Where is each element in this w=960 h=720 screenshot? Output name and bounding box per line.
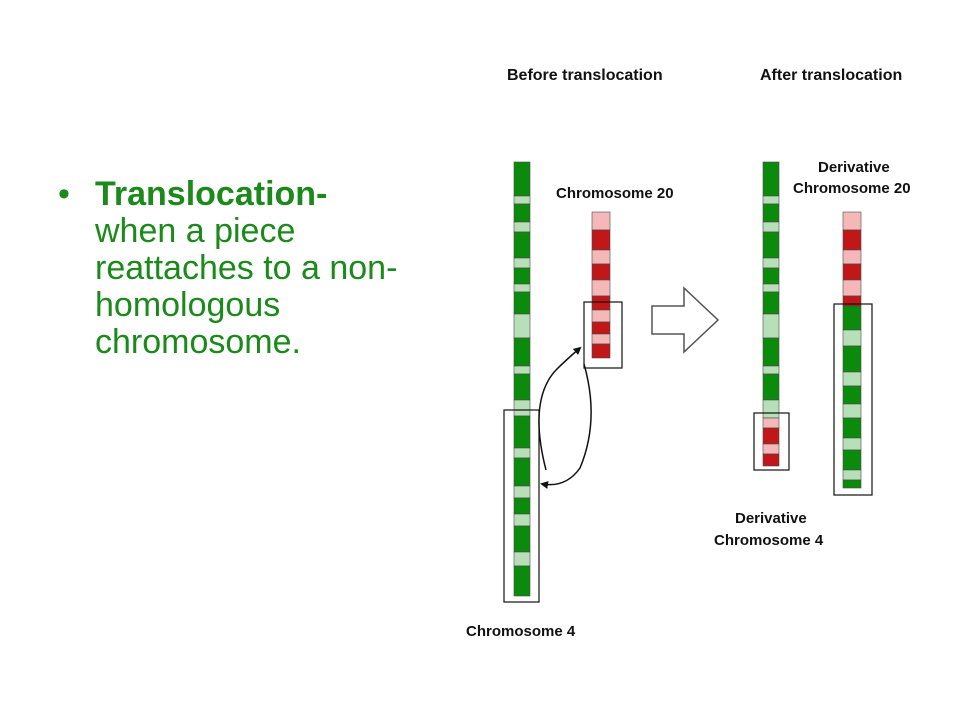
chromosome-band	[842, 385, 862, 405]
chromosome-band	[762, 161, 780, 197]
bullet-term: Translocation-	[95, 175, 328, 213]
chromosome-band	[762, 257, 780, 269]
chromosome-band	[513, 313, 531, 339]
chr20-translocated-segment-box	[583, 301, 623, 369]
chr4-label: Chromosome 4	[466, 623, 576, 640]
der20-label-line1: Derivative	[818, 159, 890, 176]
chromosome-band	[842, 279, 862, 297]
chromosome-4	[513, 161, 531, 597]
chromosome-band	[591, 263, 611, 281]
chromosome-band	[591, 295, 611, 311]
chromosome-band	[513, 399, 531, 417]
chromosome-band	[842, 305, 862, 331]
chromosome-band	[762, 427, 780, 445]
chromosome-band	[513, 513, 531, 527]
chromosome-band	[762, 231, 780, 259]
chromosome-20	[591, 211, 611, 359]
chromosome-band	[513, 231, 531, 259]
chromosome-band	[513, 203, 531, 223]
chromosome-band	[591, 211, 611, 231]
chromosome-band	[513, 365, 531, 375]
chromosome-band	[762, 417, 780, 429]
chromosome-band	[513, 373, 531, 401]
chromosome-band	[842, 437, 862, 451]
bullet-definition: when a piece reattaches to a non-homolog…	[95, 212, 398, 361]
chromosome-band	[842, 211, 862, 231]
translocation-diagram: Before translocation After translocation…	[466, 67, 911, 640]
header-after-label: After translocation	[760, 67, 902, 84]
der20-segment-box	[833, 303, 873, 496]
chromosome-band	[513, 161, 531, 197]
chromosome-band	[762, 313, 780, 339]
chromosome-band	[762, 283, 780, 293]
chromosome-band	[513, 221, 531, 233]
chromosome-band	[842, 229, 862, 251]
header-before-label: Before translocation	[507, 67, 663, 84]
chromosome-band	[842, 329, 862, 347]
chromosome-band	[842, 371, 862, 387]
chromosome-band	[842, 449, 862, 471]
chromosome-band	[762, 453, 780, 467]
chromosome-band	[762, 195, 780, 205]
exchange-arrow-to-chr4	[540, 363, 592, 489]
chromosome-band	[513, 291, 531, 315]
chromosome-band	[842, 345, 862, 373]
chromosome-band	[513, 415, 531, 449]
bullet-text: Translocation- when a piece reattaches t…	[95, 176, 425, 361]
chromosome-band	[513, 447, 531, 459]
chromosome-band	[513, 485, 531, 499]
chromosome-band	[513, 457, 531, 487]
chromosome-band	[513, 565, 531, 597]
chromosome-band	[842, 417, 862, 439]
chromosome-band	[513, 257, 531, 269]
der20-label-line2: Chromosome 20	[793, 180, 911, 197]
chromosome-band	[513, 551, 531, 567]
chromosome-band	[762, 221, 780, 233]
chromosome-band	[513, 195, 531, 205]
chromosome-band	[842, 479, 862, 489]
chromosome-band	[591, 309, 611, 323]
der4-label-line1: Derivative	[735, 510, 807, 527]
chromosome-band	[591, 343, 611, 359]
chromosome-band	[762, 443, 780, 455]
chromosome-band	[513, 525, 531, 553]
chr20-label: Chromosome 20	[556, 185, 674, 202]
chromosome-band	[591, 249, 611, 265]
derivative-chromosome-4	[762, 161, 780, 467]
chromosome-band	[591, 321, 611, 335]
chromosome-band	[762, 365, 780, 375]
chromosome-band	[513, 283, 531, 293]
chromosome-band	[513, 337, 531, 367]
chromosome-band	[842, 469, 862, 481]
chromosome-band	[762, 337, 780, 367]
chromosome-band	[591, 229, 611, 251]
chromosome-band	[591, 333, 611, 345]
chromosome-band	[762, 373, 780, 401]
bullet-dot: •	[58, 175, 70, 213]
chromosome-band	[762, 203, 780, 223]
chromosome-band	[762, 399, 780, 419]
chromosome-band	[591, 279, 611, 297]
chromosome-band	[842, 263, 862, 281]
chromosome-band	[762, 267, 780, 285]
chr4-translocated-segment-box	[503, 409, 540, 603]
chromosome-band	[513, 267, 531, 285]
derivative-chromosome-20	[842, 211, 862, 489]
chromosome-band	[842, 403, 862, 419]
translocation-arrow-icon	[651, 286, 720, 354]
exchange-arrow-to-chr20	[538, 346, 582, 471]
chromosome-band	[513, 497, 531, 515]
chromosome-band	[842, 249, 862, 265]
chromosome-band	[762, 291, 780, 315]
der4-segment-box	[753, 412, 790, 471]
der4-label-line2: Chromosome 4	[714, 532, 824, 549]
